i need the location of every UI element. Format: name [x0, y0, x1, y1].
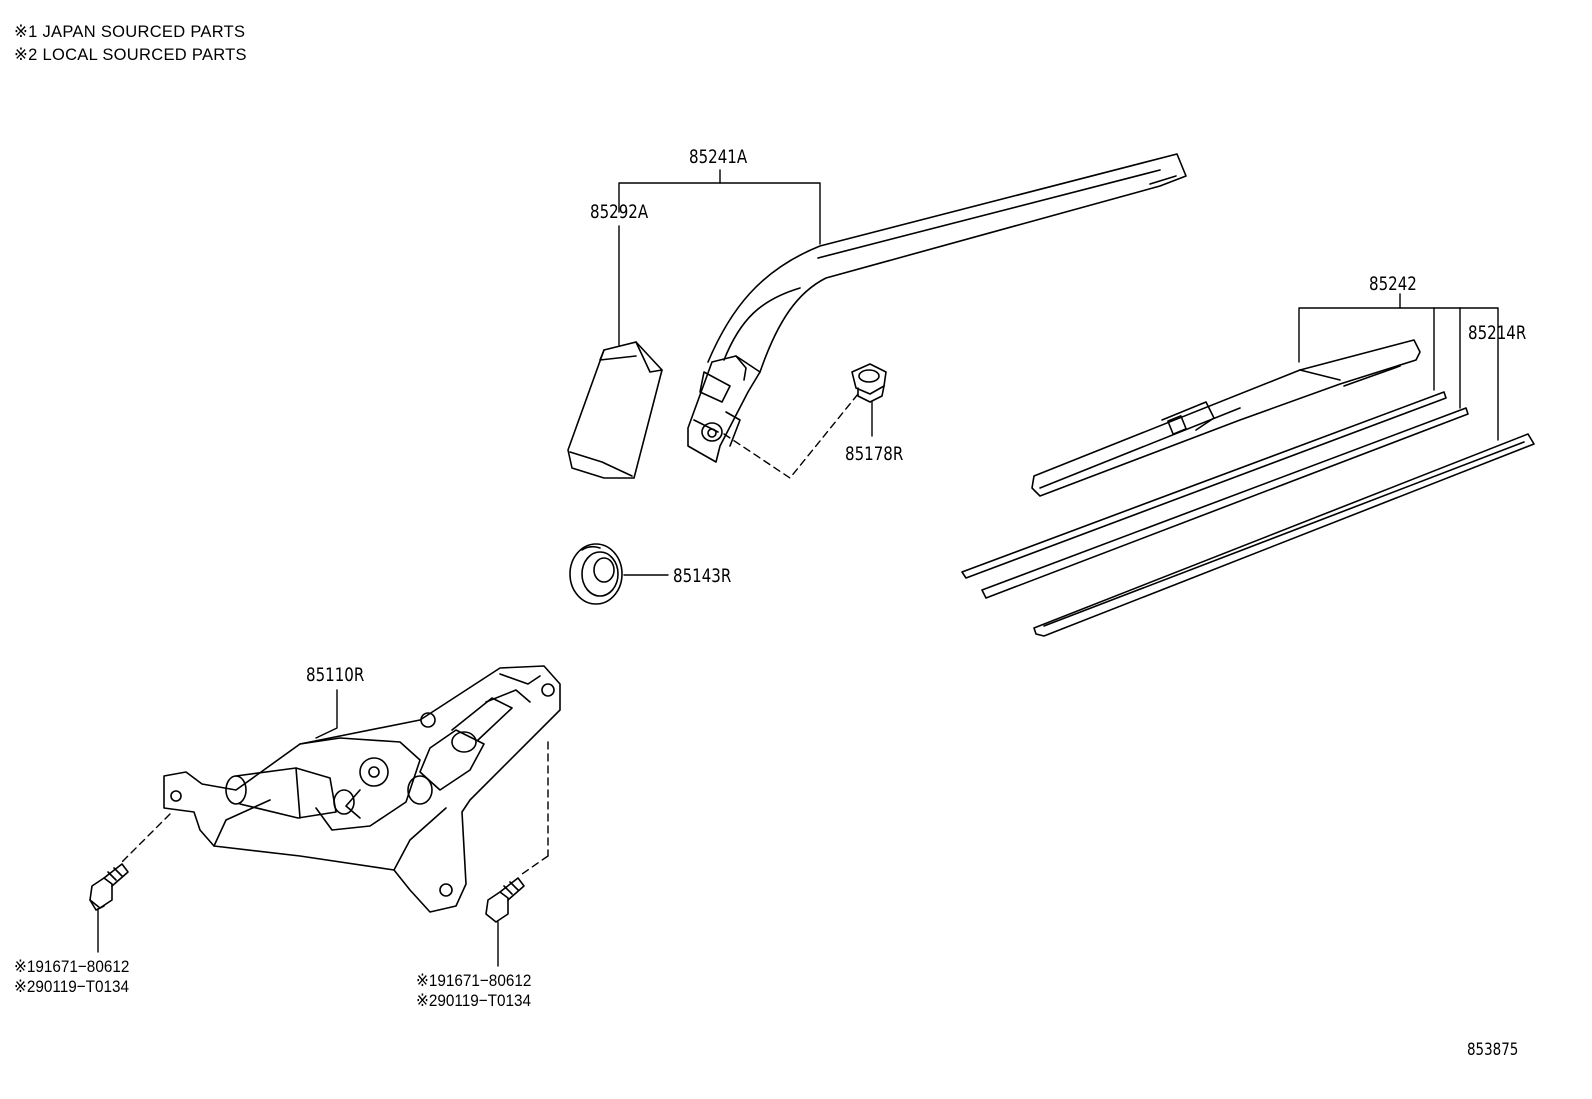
bolt-right[interactable]: [485, 877, 525, 923]
leader-bolt-right-dashed-2: [521, 855, 549, 875]
leader-85242: [1298, 293, 1499, 441]
note-local-sourced: ※2 LOCAL SOURCED PARTS: [14, 46, 247, 64]
arm-cap[interactable]: [567, 341, 663, 479]
label-85242[interactable]: 85242: [1369, 273, 1417, 295]
bolt-left[interactable]: [89, 863, 129, 911]
note-japan-sourced: ※1 JAPAN SOURCED PARTS: [14, 23, 246, 41]
wiper-motor-assembly[interactable]: [163, 665, 561, 913]
leader-85110R: [315, 689, 338, 739]
leader-bolt-left-dashed: [119, 813, 171, 865]
wiper-arm[interactable]: [687, 153, 1187, 463]
wiper-blade[interactable]: [1031, 339, 1421, 497]
label-85143R[interactable]: 85143R: [673, 565, 732, 587]
leader-nut-dashed: [723, 393, 859, 479]
label-85110R[interactable]: 85110R: [306, 664, 365, 686]
label-bolt-right-2[interactable]: ※290119−T0134: [416, 991, 532, 1010]
label-85178R[interactable]: 85178R: [845, 443, 904, 465]
label-bolt-left-2[interactable]: ※290119−T0134: [14, 977, 130, 996]
label-bolt-right-1[interactable]: ※191671−80612: [416, 971, 532, 990]
leader-85241A: [618, 169, 821, 245]
label-85214R[interactable]: 85214R: [1468, 322, 1527, 344]
grommet-85143R[interactable]: [569, 543, 623, 605]
blade-rubber-strips[interactable]: [961, 391, 1535, 637]
label-85241A[interactable]: 85241A: [689, 146, 748, 168]
label-bolt-left-1[interactable]: ※191671−80612: [14, 957, 130, 976]
nut-85178R[interactable]: [851, 363, 887, 403]
illustration-id: 853875: [1467, 1040, 1519, 1060]
